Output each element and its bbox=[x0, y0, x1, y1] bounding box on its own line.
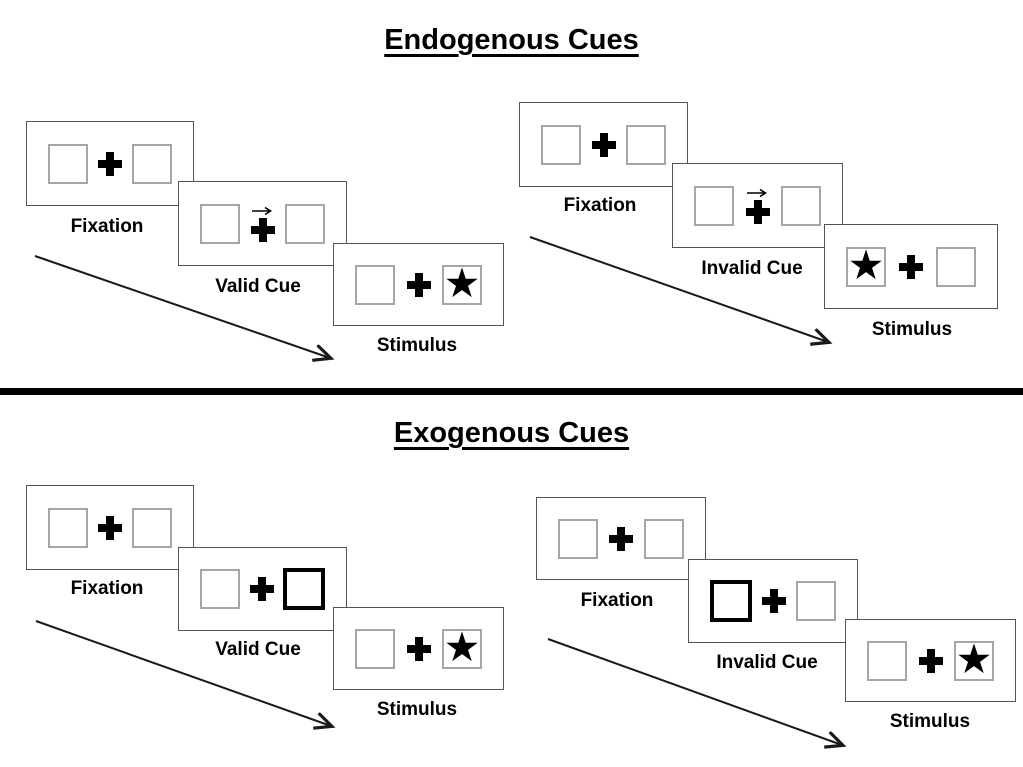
fixation-cross-icon bbox=[249, 577, 274, 601]
fixation-cross-icon bbox=[762, 589, 786, 613]
card-label: Valid Cue bbox=[215, 276, 301, 297]
section-title-exogenous-text: Exogenous Cues bbox=[393, 417, 630, 449]
section-title-endogenous: Endogenous Cues bbox=[0, 24, 1023, 57]
star-icon: ★ bbox=[443, 264, 481, 305]
star-icon: ★ bbox=[955, 640, 993, 681]
stimulus-card: ★ bbox=[333, 243, 504, 326]
cue-right-arrow-icon bbox=[746, 188, 767, 197]
cue-center bbox=[250, 206, 275, 242]
fixation-cross-icon bbox=[591, 132, 616, 157]
card-label: Invalid Cue bbox=[701, 258, 803, 279]
right-box bbox=[285, 203, 325, 244]
fixation-cross-icon bbox=[98, 515, 122, 540]
card-label: Stimulus bbox=[376, 699, 458, 720]
card-label: Stimulus bbox=[889, 711, 971, 732]
timeline-arrow-endogenous-valid bbox=[34, 255, 330, 358]
card-label: Fixation bbox=[563, 195, 637, 216]
right-box bbox=[132, 143, 172, 184]
right-box bbox=[644, 518, 684, 559]
left-box bbox=[355, 264, 395, 305]
fixation-cross-icon bbox=[406, 636, 431, 661]
fixation-card bbox=[26, 485, 194, 570]
card-label: Stimulus bbox=[871, 319, 953, 340]
fixation-cross-icon bbox=[406, 272, 431, 297]
right-box bbox=[132, 507, 172, 548]
stimulus-card: ★ bbox=[333, 607, 504, 690]
fixation-card bbox=[536, 497, 706, 580]
cue-center bbox=[745, 188, 770, 224]
left-box bbox=[48, 143, 88, 184]
section-title-endogenous-text: Endogenous Cues bbox=[384, 24, 639, 56]
card-label: Valid Cue bbox=[215, 639, 301, 660]
left-box: ★ bbox=[846, 246, 886, 287]
right-box bbox=[796, 581, 836, 621]
right-box bbox=[626, 124, 666, 165]
left-box bbox=[200, 203, 240, 244]
timeline-arrow-endogenous-invalid bbox=[529, 236, 828, 342]
cue-card bbox=[672, 163, 843, 248]
fixation-cross-icon bbox=[98, 151, 122, 176]
timeline-arrow-exogenous-valid bbox=[35, 620, 331, 726]
card-label: Fixation bbox=[70, 216, 144, 237]
right-box: ★ bbox=[442, 628, 482, 669]
cue-card bbox=[688, 559, 858, 643]
right-box bbox=[781, 185, 821, 226]
cue-card bbox=[178, 547, 347, 631]
right-box-highlighted bbox=[283, 568, 325, 610]
left-box bbox=[200, 569, 240, 609]
star-icon: ★ bbox=[443, 628, 481, 669]
card-label: Invalid Cue bbox=[716, 652, 818, 673]
cue-right-arrow-icon bbox=[251, 206, 272, 215]
card-label: Stimulus bbox=[376, 335, 458, 356]
left-box bbox=[355, 628, 395, 669]
left-box-highlighted bbox=[710, 580, 752, 622]
section-title-exogenous: Exogenous Cues bbox=[0, 417, 1023, 450]
stimulus-card: ★ bbox=[845, 619, 1016, 702]
fixation-cross-icon bbox=[250, 217, 275, 242]
left-box bbox=[558, 518, 598, 559]
left-box bbox=[541, 124, 581, 165]
fixation-cross-icon bbox=[609, 526, 633, 551]
left-box bbox=[694, 185, 734, 226]
fixation-cross-icon bbox=[745, 199, 770, 224]
fixation-card bbox=[519, 102, 688, 187]
left-box bbox=[867, 640, 907, 681]
fixation-card bbox=[26, 121, 194, 206]
stimulus-card: ★ bbox=[824, 224, 998, 309]
fixation-cross-icon bbox=[899, 254, 923, 279]
right-box bbox=[936, 246, 976, 287]
card-label: Fixation bbox=[580, 590, 654, 611]
left-box bbox=[48, 507, 88, 548]
card-label: Fixation bbox=[70, 578, 144, 599]
cue-card bbox=[178, 181, 347, 266]
fixation-cross-icon bbox=[918, 648, 943, 673]
right-box: ★ bbox=[954, 640, 994, 681]
right-box: ★ bbox=[442, 264, 482, 305]
section-divider bbox=[0, 388, 1023, 395]
star-icon: ★ bbox=[847, 246, 885, 287]
